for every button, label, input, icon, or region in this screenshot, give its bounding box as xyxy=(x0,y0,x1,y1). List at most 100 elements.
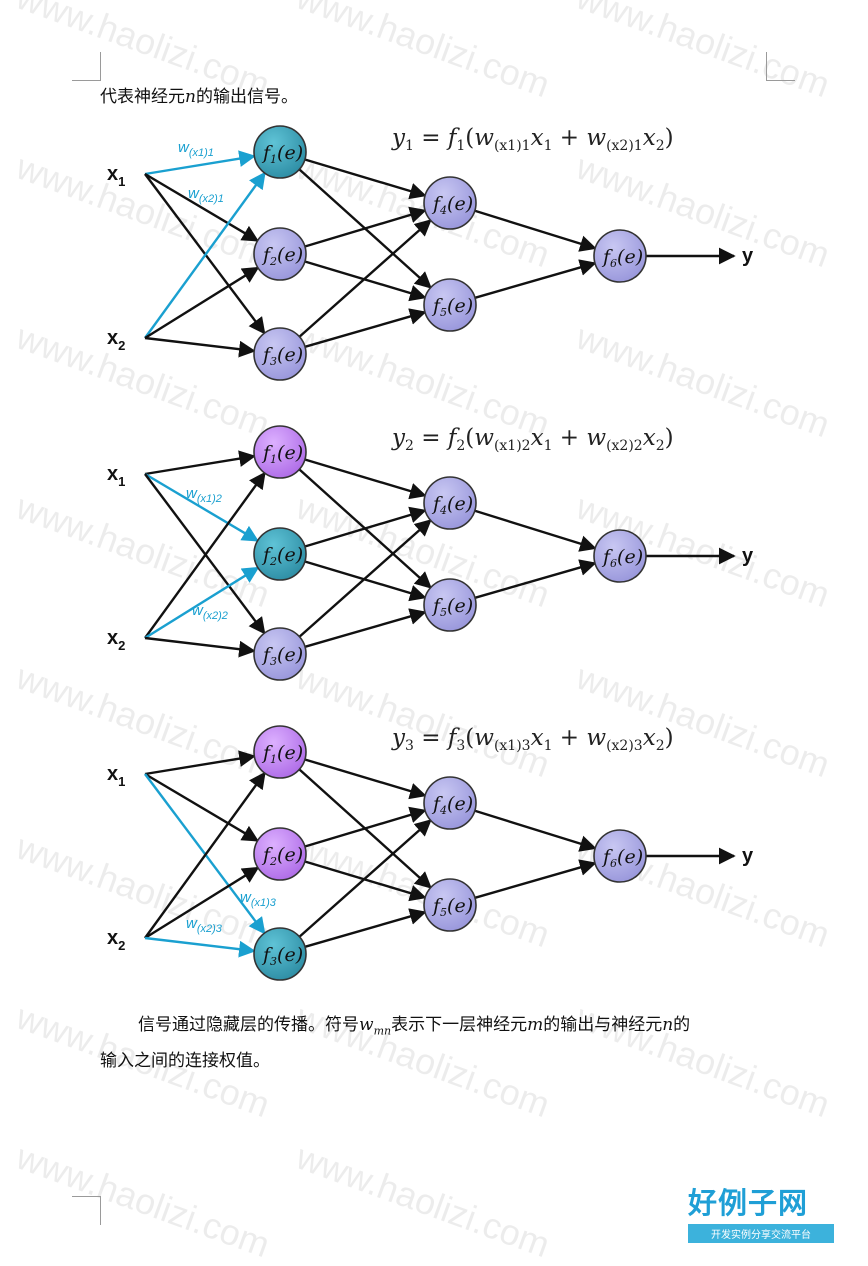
neuron-f2: f2(e) xyxy=(253,827,307,881)
neuron-circle xyxy=(423,176,477,230)
var-n: n xyxy=(185,87,196,107)
neuron-circle xyxy=(423,578,477,632)
neuron-label: f2(e) xyxy=(261,544,303,568)
neuron-f5: f5(e) xyxy=(423,278,477,332)
edge-f3-f5 xyxy=(304,908,427,948)
edge-f5-f6 xyxy=(474,859,597,899)
neuron-f5: f5(e) xyxy=(423,878,477,932)
output-y-label: y xyxy=(742,845,754,867)
edge-f1-f4 xyxy=(304,458,427,500)
edge-f1-f4 xyxy=(304,158,427,200)
neuron-label: f3(e) xyxy=(261,644,303,668)
weight-label-1: w(x1)1 xyxy=(178,139,214,159)
var-n: n xyxy=(662,1015,674,1035)
edge-x2-f2 xyxy=(144,266,260,340)
neuron-f4: f4(e) xyxy=(423,776,477,830)
neuron-f1: f1(e) xyxy=(253,125,307,179)
weight-label-2: w(x2)1 xyxy=(188,185,224,205)
weight-label-1: w(x1)2 xyxy=(186,485,222,505)
input-x1-label: x1 xyxy=(107,163,125,189)
edge-f3-f4 xyxy=(298,219,432,338)
edge-x2-f3 xyxy=(144,936,256,958)
neuron-label: f4(e) xyxy=(431,793,473,817)
neuron-f3: f3(e) xyxy=(253,627,307,681)
weight-label-2: w(x2)2 xyxy=(192,602,228,622)
neuron-f6: f6(e) xyxy=(593,229,647,283)
edge-x1-f1 xyxy=(144,450,256,476)
neuron-label: f5(e) xyxy=(431,895,473,919)
neuron-circle xyxy=(423,278,477,332)
neuron-circle xyxy=(423,878,477,932)
edge-f5-f6 xyxy=(474,559,597,599)
neuron-circle xyxy=(423,476,477,530)
output-y-label: y xyxy=(742,245,754,267)
input-x2-label: x2 xyxy=(107,627,125,653)
edge-x2-f1 xyxy=(144,771,266,939)
neural-network-diagram: f1(e) f2(e) f3(e) f4(e) f5(e) f6(e) x1 x2 y w(x1)… xyxy=(107,125,754,981)
text: 的 xyxy=(673,1015,691,1035)
logo-tagline: 开发实例分享交流平台 xyxy=(688,1224,834,1243)
edge-f2-f4 xyxy=(304,806,427,848)
neuron-f3: f3(e) xyxy=(253,327,307,381)
paragraph-bottom: 信号通过隐藏层的传播。符号wmn表示下一层神经元m的输出与神经元n的 输入之间的… xyxy=(100,1010,780,1076)
var-m: m xyxy=(527,1015,544,1035)
edge-x1-f3 xyxy=(144,473,266,635)
crop-mark-bottom-left xyxy=(72,1196,101,1225)
neuron-f6: f6(e) xyxy=(593,829,647,883)
edge-x1-f3 xyxy=(144,773,266,935)
crop-mark-top-right xyxy=(766,52,795,81)
edge-x2-f2 xyxy=(144,566,260,640)
text: 的输出与神经元 xyxy=(543,1015,663,1035)
neuron-f4: f4(e) xyxy=(423,176,477,230)
site-logo[interactable]: 好例子网 开发实例分享交流平台 xyxy=(688,1180,834,1243)
neuron-f1: f1(e) xyxy=(253,725,307,779)
edge-f4-f6 xyxy=(474,509,597,552)
var-w: w xyxy=(359,1015,374,1035)
watermark-text: www.haolizi.com xyxy=(11,1135,276,1266)
paragraph-line-1: 信号通过隐藏层的传播。符号wmn表示下一层神经元m的输出与神经元n的 xyxy=(100,1010,780,1046)
neuron-circle xyxy=(593,829,647,883)
neuron-label: f2(e) xyxy=(261,244,303,268)
edge-x1-f2 xyxy=(144,472,260,542)
neuron-f3: f3(e) xyxy=(253,927,307,981)
edge-x2-f1 xyxy=(144,171,266,339)
neuron-f1: f1(e) xyxy=(253,425,307,479)
edge-f2-f4 xyxy=(304,506,427,548)
edge-f4-f6 xyxy=(474,809,597,852)
neuron-f2: f2(e) xyxy=(253,527,307,581)
neuron-label: f2(e) xyxy=(261,844,303,868)
weight-label-2: w(x2)3 xyxy=(186,915,223,935)
neuron-f4: f4(e) xyxy=(423,476,477,530)
edge-x1-f1 xyxy=(144,750,256,776)
edge-f3-f5 xyxy=(304,608,427,648)
text: 信号通过隐藏层的传播。符号 xyxy=(138,1015,359,1035)
neuron-circle xyxy=(253,425,307,479)
neuron-circle xyxy=(253,125,307,179)
neuron-label: f1(e) xyxy=(261,142,303,166)
diagram-3: f1(e)f2(e)f3(e)f4(e)f5(e)f6(e)x1x2yw(x1)… xyxy=(107,725,754,981)
neuron-label: f4(e) xyxy=(431,193,473,217)
text: 表示下一层神经元 xyxy=(391,1015,528,1035)
edge-x2-f1 xyxy=(144,471,266,639)
neuron-label: f6(e) xyxy=(601,846,643,870)
neuron-circle xyxy=(253,227,307,281)
edge-f3-f5 xyxy=(304,308,427,348)
edge-x1-f3 xyxy=(144,173,266,335)
diagram-2: f1(e)f2(e)f3(e)f4(e)f5(e)f6(e)x1x2yw(x1)… xyxy=(107,425,754,681)
edge-x2-f2 xyxy=(144,866,260,940)
output-y-label: y xyxy=(742,545,754,567)
equation-y1: y1 = f1(w(x1)1x1 + w(x2)1x2) xyxy=(391,125,674,154)
neuron-circle xyxy=(593,229,647,283)
neuron-circle xyxy=(253,327,307,381)
neuron-circle xyxy=(253,927,307,981)
neuron-label: f4(e) xyxy=(431,493,473,517)
paragraph-line-2: 输入之间的连接权值。 xyxy=(100,1051,270,1072)
equation-y2: y2 = f2(w(x1)2x1 + w(x2)2x2) xyxy=(391,425,674,454)
edge-f2-f4 xyxy=(304,206,427,248)
var-w-sub: mn xyxy=(373,1024,392,1038)
edge-x1-f2 xyxy=(144,172,260,242)
input-x2-label: x2 xyxy=(107,327,125,353)
edge-x1-f2 xyxy=(144,772,260,842)
input-x1-label: x1 xyxy=(107,763,125,789)
neuron-label: f5(e) xyxy=(431,595,473,619)
